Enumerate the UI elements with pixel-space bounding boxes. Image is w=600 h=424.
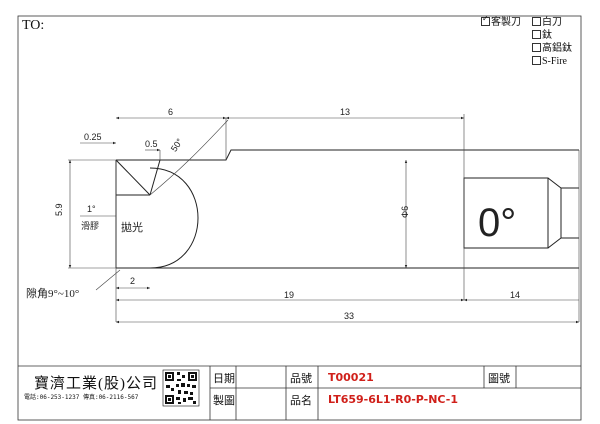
company-contact: 電話:06-253-1237 傳真:06-2116-567 xyxy=(24,394,139,401)
dim-text-59: 5.9 xyxy=(54,203,64,216)
part-name-label: 品名 xyxy=(290,395,312,407)
checkbox-icon[interactable] xyxy=(532,43,541,53)
dim-text-025: 0.25 xyxy=(84,132,102,142)
note-zero-deg: 0° xyxy=(478,201,516,245)
title-block-grid xyxy=(18,365,581,420)
dim-text-phi6: Φ6 xyxy=(400,206,410,218)
company-name: 寶濟工業(股)公司 xyxy=(34,376,158,392)
dim-text-19: 19 xyxy=(284,290,294,300)
note-chamfer: 隙角9°~10° xyxy=(26,286,79,300)
checkbox-icon[interactable] xyxy=(532,56,541,66)
part-name-value: LT659-6L1-R0-P-NC-1 xyxy=(328,393,458,406)
sheet-border xyxy=(17,15,582,421)
option-white-tool[interactable]: 白刀 xyxy=(532,17,562,29)
dim-text-14: 14 xyxy=(510,290,520,300)
dim-arc-50deg xyxy=(149,119,229,196)
dim-text-33: 33 xyxy=(344,311,354,321)
option-titanium[interactable]: 鈦 xyxy=(532,30,552,42)
dim-text-1deg: 1° xyxy=(87,204,96,214)
option-custom-tool[interactable]: 客製刀 xyxy=(481,14,521,29)
option-s-fire[interactable]: S-Fire xyxy=(532,56,567,68)
checkbox-icon[interactable] xyxy=(532,30,541,40)
checkbox-checked-icon[interactable] xyxy=(481,14,490,27)
part-no-value: T00021 xyxy=(328,371,374,384)
part-no-label: 品號 xyxy=(290,373,312,385)
qr-code-icon xyxy=(162,369,200,407)
to-label: TO: xyxy=(22,18,45,33)
note-polish: 拋光 xyxy=(121,220,143,234)
dim-text-50deg: 50° xyxy=(169,136,185,153)
dim-text-6: 6 xyxy=(168,107,173,117)
option-altin[interactable]: 高鋁鈦 xyxy=(532,43,572,55)
dim-text-05: 0.5 xyxy=(145,139,158,149)
checkbox-icon[interactable] xyxy=(532,17,541,27)
dim-text-13: 13 xyxy=(340,107,350,117)
note-lap: 滑膠 xyxy=(81,221,99,232)
dim-text-2: 2 xyxy=(130,276,135,286)
date-label: 日期 xyxy=(213,373,235,385)
chamfer-leader xyxy=(95,269,121,291)
drawn-label: 製圖 xyxy=(213,395,235,407)
drawing-no-label: 圖號 xyxy=(488,373,510,385)
